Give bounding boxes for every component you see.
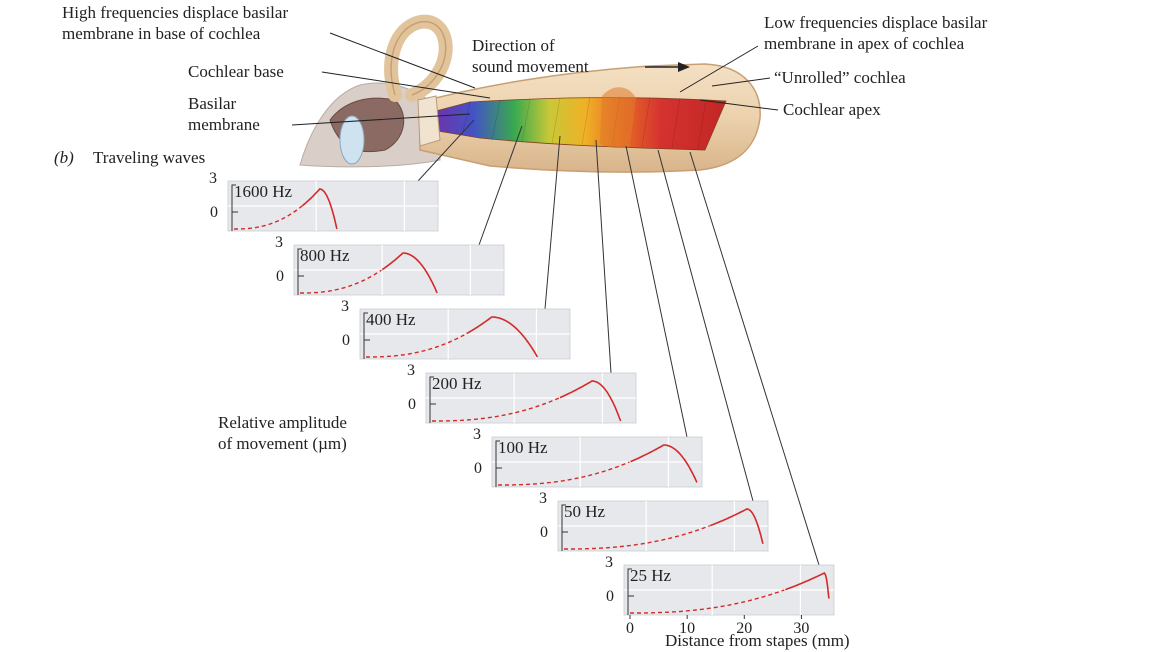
direction-label-line2: sound movement [472,57,589,76]
y-tick-label: 3 [275,234,283,251]
panel-connector-line [657,149,754,502]
wave-envelope-dashed [564,525,710,550]
x-tick-label: 20 [736,620,752,637]
wave-panel: 3 0 100 Hz [473,426,703,488]
top-labels: High frequencies displace basilar membra… [54,3,988,650]
direction-label-line1: Direction of [472,36,555,55]
wave-panel: 3 0 800 Hz [275,234,505,296]
frequency-label: 25 Hz [630,566,672,585]
unrolled-cochlea-label: “Unrolled” cochlea [774,68,906,87]
wave-panel: 3 0 1600 Hz [209,170,439,232]
panel-connectors [417,119,820,566]
frequency-label: 100 Hz [498,438,548,457]
y-axis-bracket [363,312,370,359]
y-tick-label: 0 [540,524,548,541]
basilar-membrane-label-line1: Basilar [188,94,236,113]
panel-connector-line [625,145,688,438]
frequency-label: 800 Hz [300,246,350,265]
panel-connector-line [689,151,820,566]
low-freq-label-line1: Low frequencies displace basilar [764,13,988,32]
panel-connector-line [478,125,523,246]
y-tick-label: 3 [539,490,547,507]
wave-envelope-dashed [432,397,560,422]
wave-envelope-dashed [234,205,304,230]
frequency-label: 1600 Hz [234,182,293,201]
wave-bulge [600,87,636,149]
wave-panel: 3 0 50 Hz [539,490,769,552]
panel-connector-line [544,135,561,310]
basilar-membrane-leader [291,113,471,126]
wave-envelope-dashed [498,461,630,486]
cochlear-base-label: Cochlear base [188,62,284,81]
traveling-waves-label: Traveling waves [93,148,205,167]
tympanic-membrane [339,115,365,165]
x-tick-label: 0 [626,620,634,637]
y-tick-label: 0 [606,588,614,605]
y-axis-bracket [429,376,436,423]
cochlear-apex-leader [699,99,779,111]
y-axis-bracket [495,440,502,487]
cochlea-illustration [299,14,761,173]
panel-connector-line [595,139,612,374]
wave-envelope-solid [709,508,764,544]
wave-panel: 3 0 25 Hz [605,554,835,616]
low-freq-label-line2: membrane in apex of cochlea [764,34,965,53]
y-tick-label: 0 [210,204,218,221]
x-axis-ticks: 0 10 20 30 [626,615,809,637]
frequency-label: 400 Hz [366,310,416,329]
wave-envelope-solid [302,188,338,230]
y-axis-bracket [231,184,238,231]
wave-panel: 3 0 200 Hz [407,362,637,424]
y-axis-bracket [561,504,568,551]
wave-envelope-solid [559,380,622,422]
frequency-label: 50 Hz [564,502,606,521]
y-tick-label: 0 [276,268,284,285]
basilar-membrane-label-line2: membrane [188,115,260,134]
y-tick-label: 3 [605,554,613,571]
y-tick-label: 3 [341,298,349,315]
y-tick-label: 0 [474,460,482,477]
wave-envelope-solid [381,252,438,294]
cochlear-apex-label: Cochlear apex [783,100,881,119]
wave-envelope-solid [785,571,830,599]
x-tick-label: 10 [679,620,695,637]
oval-window [417,95,441,147]
low-freq-leader [679,45,759,93]
basilar-membrane-band [431,97,727,151]
rel-amp-label-line1: Relative amplitude [218,413,347,432]
high-freq-label-line2: membrane in base of cochlea [62,24,261,43]
y-tick-label: 0 [342,332,350,349]
wave-panel: 3 0 400 Hz [341,298,571,360]
y-tick-label: 0 [408,396,416,413]
panel-b-label: (b) [54,148,74,167]
x-axis-label: Distance from stapes (mm) [665,631,850,650]
y-tick-label: 3 [407,362,415,379]
semicircular-canals-edge [390,21,447,96]
rel-amp-label-line2: of movement (µm) [218,434,347,453]
frequency-label: 200 Hz [432,374,482,393]
unrolled-leader [711,77,771,87]
wave-envelope-solid [466,316,539,358]
wave-envelope-dashed [366,333,467,358]
high-freq-leader [329,32,476,89]
panel-connector-line [417,119,475,182]
wave-envelope-dashed [300,269,382,294]
y-axis-bracket [627,568,634,615]
y-axis-bracket [297,248,304,295]
wave-envelope-dashed [630,589,785,614]
cochlear-base-leader [321,71,491,99]
direction-arrow [645,62,690,72]
wave-envelope-solid [630,444,698,483]
high-freq-label-line1: High frequencies displace basilar [62,3,288,22]
traveling-wave-panels: 3 0 1600 Hz 3 0 800 Hz 3 0 400 Hz 3 0 200 Hz 3 0 100 H… [209,170,835,616]
x-tick-label: 30 [793,620,809,637]
y-tick-label: 3 [209,170,217,187]
y-tick-label: 3 [473,426,481,443]
